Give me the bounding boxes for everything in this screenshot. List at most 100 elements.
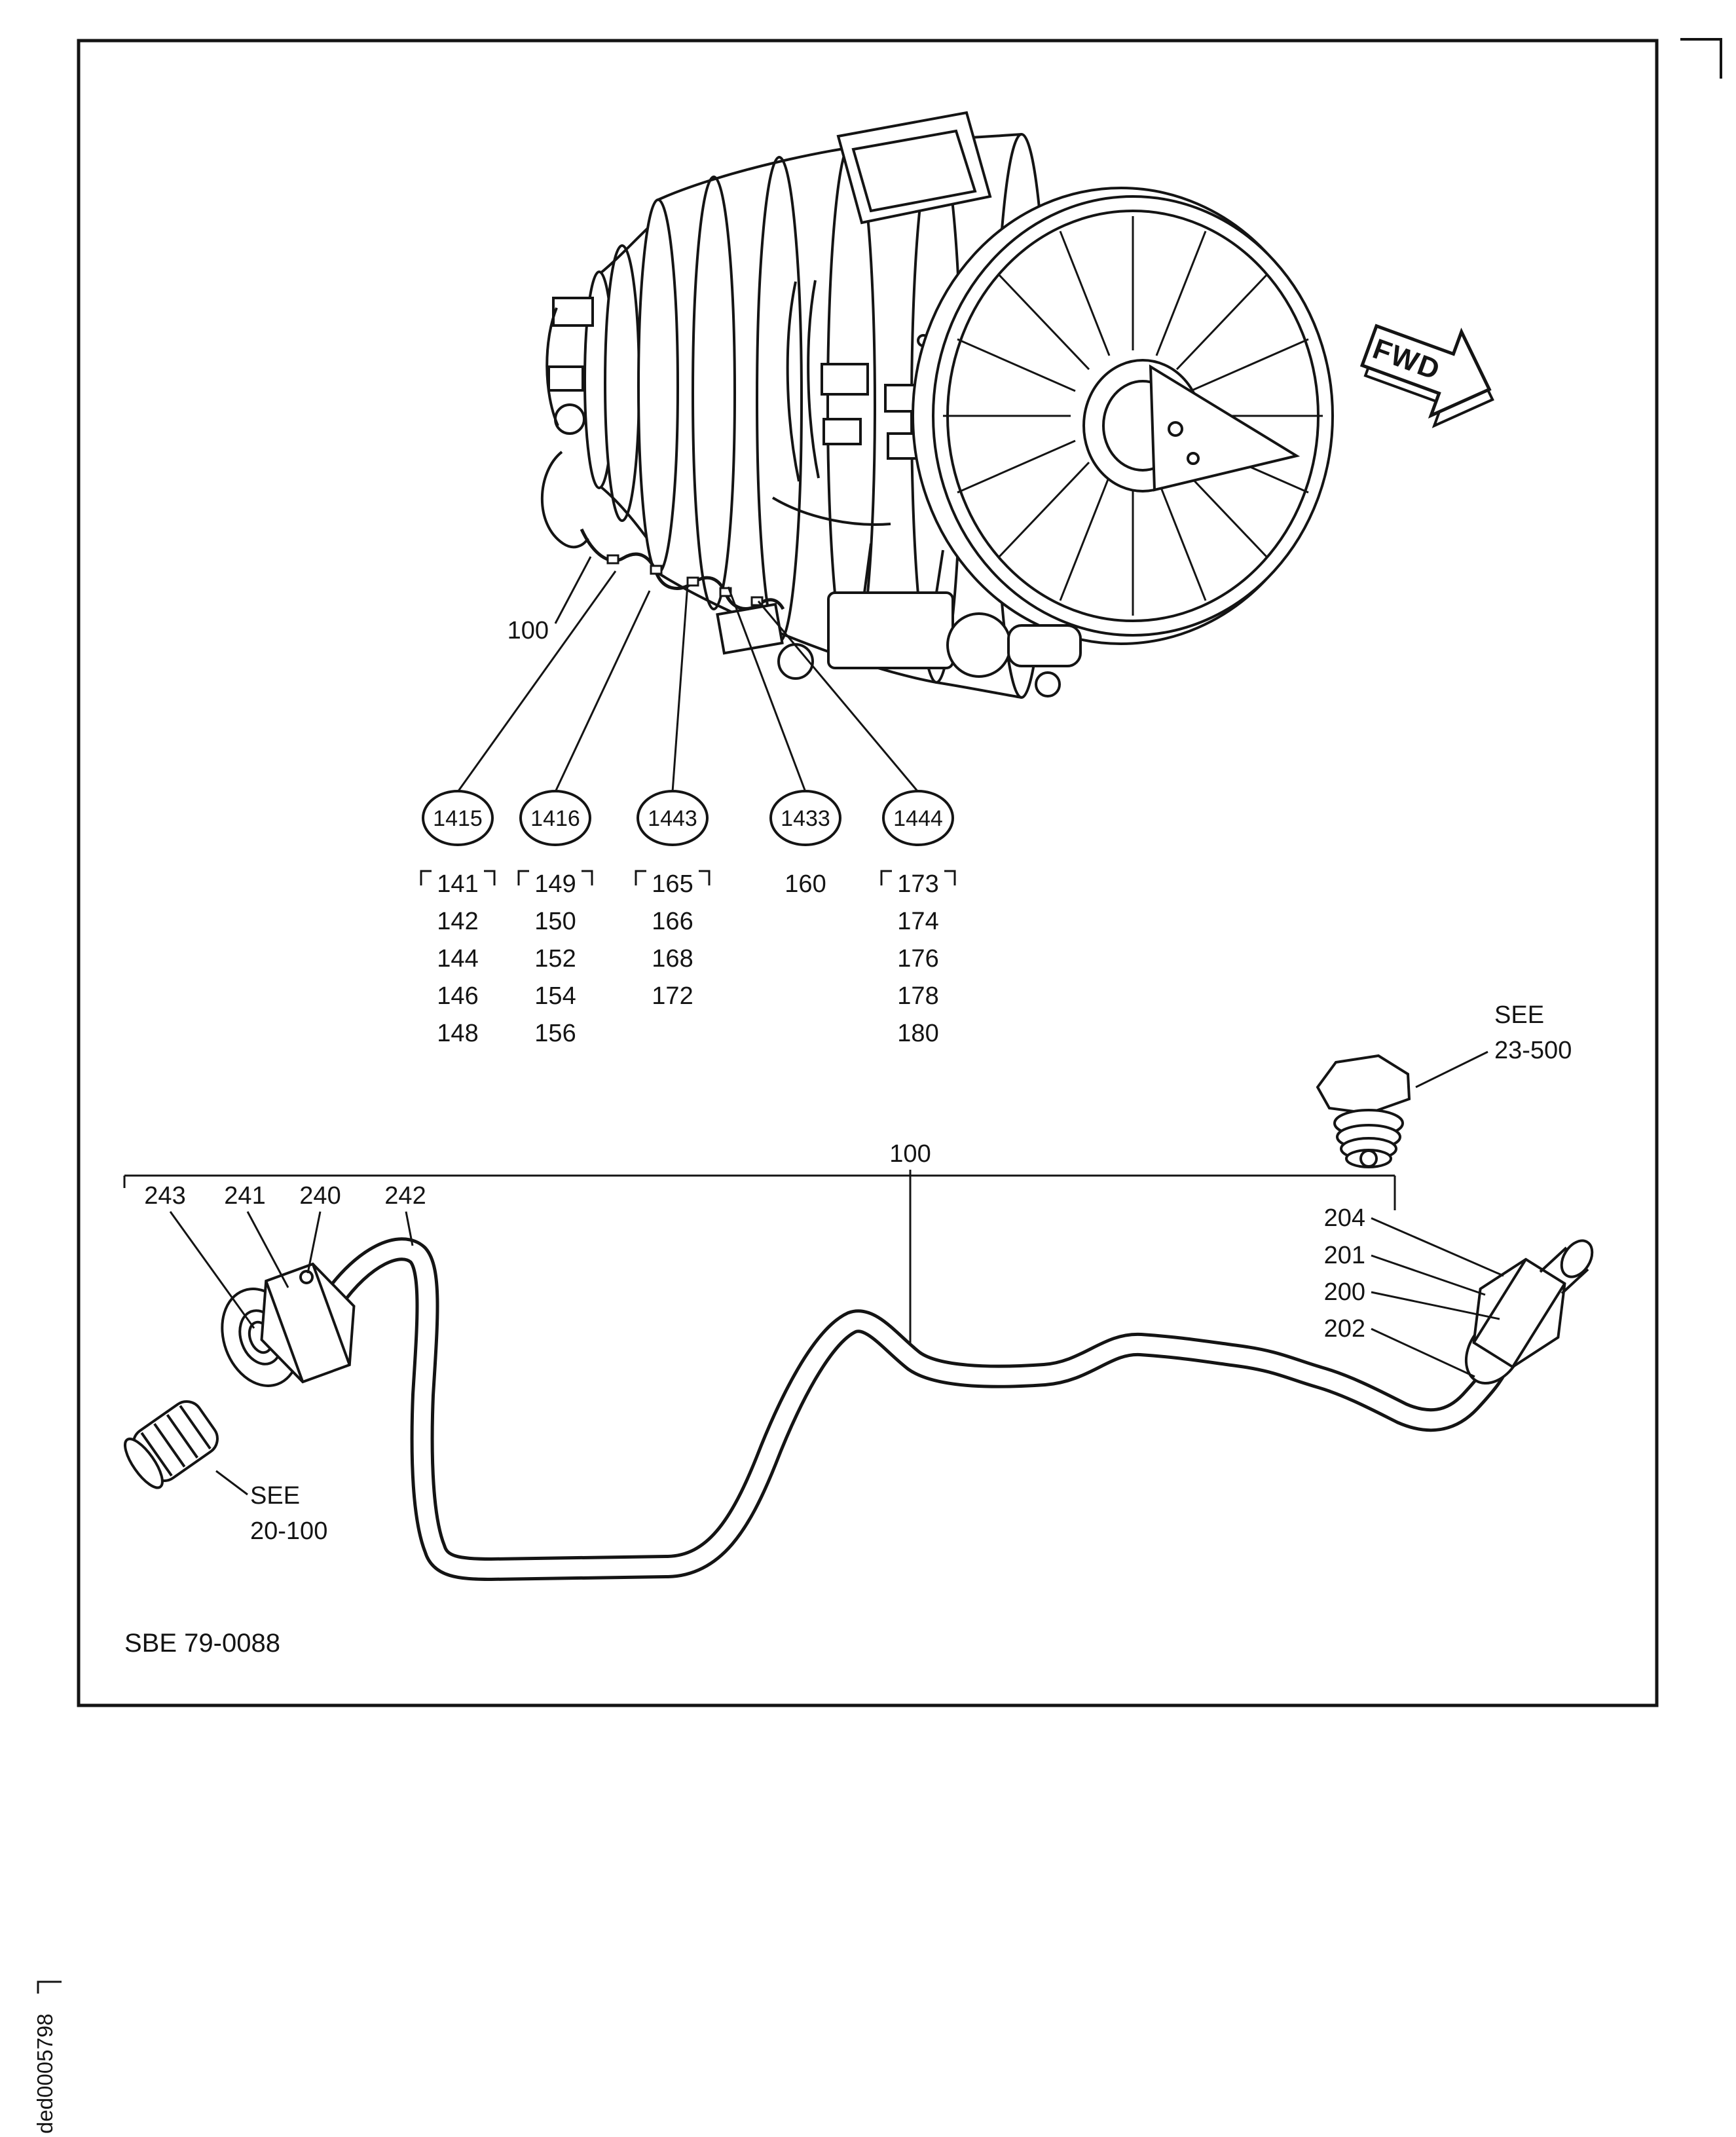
tube-assembly [321, 1237, 1513, 1581]
item-number: 152 [534, 945, 576, 973]
fitting-vent-hole [299, 1270, 314, 1284]
item-bracket-marks [420, 870, 956, 885]
starter-port [1035, 671, 1061, 697]
doc-corner-mark [37, 1980, 62, 1994]
fitting-hex-nut [1472, 1257, 1566, 1369]
detail-leader-lines [169, 1050, 1504, 1496]
item-number: 144 [437, 945, 478, 973]
item-number: 141 [437, 870, 478, 898]
fitting-stub [1539, 1246, 1568, 1273]
leader-line [1415, 1050, 1488, 1088]
leader-line [671, 584, 689, 792]
leader-line [554, 556, 592, 624]
item-number: 174 [897, 908, 938, 935]
see-ref-23-500-line2: 23-500 [1494, 1037, 1572, 1064]
detail-callout: 200 [1324, 1278, 1365, 1306]
corner-mark [1680, 38, 1722, 79]
leader-line [1371, 1254, 1486, 1296]
leader-line [757, 601, 919, 792]
harness-label-100: 100 [508, 617, 549, 644]
item-number: 160 [785, 870, 826, 898]
engine-pipe [771, 496, 891, 526]
engine-accessory [547, 365, 584, 392]
detail-callout: 202 [1324, 1315, 1365, 1343]
accessory-gearbox [827, 591, 954, 669]
callout-circle [769, 790, 841, 846]
callout-circles: 1415 1416 1443 1433 1444 [422, 790, 954, 846]
starter-motor [1007, 624, 1082, 667]
engine-connector-box [821, 363, 869, 396]
engine-pipe [786, 281, 800, 482]
item-number: 166 [652, 908, 693, 935]
engine-top-panel-inner [851, 129, 977, 213]
item-number: 180 [897, 1020, 938, 1047]
leader-line [306, 1211, 322, 1274]
plug-bore [1359, 1149, 1378, 1168]
engine-accessory [554, 403, 585, 435]
callout-ref: 1415 [433, 806, 483, 831]
fitting-stub [1561, 1268, 1589, 1295]
gearbox-link [935, 549, 944, 593]
callout-ref: 1444 [893, 806, 943, 831]
right-fitting [1464, 1239, 1594, 1385]
item-number: 173 [897, 870, 938, 898]
spinner-bolt [1187, 452, 1200, 465]
callout-ref: 1416 [530, 806, 580, 831]
engine-casing-ring [637, 198, 679, 574]
doc-number: ded0005798 [33, 2013, 57, 2134]
plug-hex-head [1316, 1054, 1411, 1115]
engine-casing-ring [692, 176, 736, 610]
item-number: 146 [437, 982, 478, 1010]
threaded-boss [124, 1400, 219, 1489]
item-number: 149 [534, 870, 576, 898]
spinner-bolt [1168, 421, 1183, 437]
leader-line [456, 570, 617, 792]
item-number: 156 [534, 1020, 576, 1047]
fitting-hex-nut [260, 1262, 356, 1384]
callout-circle [422, 790, 494, 846]
detail-callout: 204 [1324, 1204, 1365, 1232]
detail-callout: 241 [224, 1182, 265, 1210]
leader-line [215, 1470, 248, 1496]
item-number: 165 [652, 870, 693, 898]
see-ref-20-100-line1: SEE [250, 1482, 300, 1510]
union-plug [1316, 1054, 1411, 1168]
leader-line [1371, 1291, 1500, 1320]
item-number: 150 [534, 908, 576, 935]
item-number: 176 [897, 945, 938, 973]
detail-callout: 242 [384, 1182, 426, 1210]
item-number: 168 [652, 945, 693, 973]
item-number: 154 [534, 982, 576, 1010]
callout-circle [882, 790, 954, 846]
engine-connector-box [822, 418, 862, 445]
see-ref-20-100-line2: 20-100 [250, 1517, 327, 1545]
left-fitting [221, 1262, 356, 1387]
engine-drain-hook [540, 451, 589, 549]
callout-ref: 1433 [781, 806, 830, 831]
engine-accessory [552, 297, 594, 327]
engine-rear-ring [604, 244, 640, 522]
engine-casing-ring [756, 156, 803, 643]
leader-line [1371, 1217, 1504, 1277]
leader-line [1371, 1328, 1475, 1378]
detail-callout: 243 [144, 1182, 185, 1210]
item-number: 172 [652, 982, 693, 1010]
detail-callout: 240 [299, 1182, 341, 1210]
callout-circle [637, 790, 709, 846]
leader-line [727, 586, 807, 792]
assembly-bracket [123, 1170, 1396, 1348]
engine-pipe [545, 307, 559, 426]
leader-line [169, 1211, 255, 1329]
engine-pipe [807, 280, 820, 479]
engine-leader-lines [456, 556, 919, 792]
callout-ref: 1443 [648, 806, 697, 831]
gearbox-link [863, 543, 872, 593]
engine-contour [657, 572, 1022, 699]
starter-flange [946, 612, 1012, 678]
item-number: 142 [437, 908, 478, 935]
see-ref-23-500-line1: SEE [1494, 1001, 1544, 1029]
leader-line [405, 1211, 414, 1246]
figure-code: SBE 79-0088 [124, 1629, 280, 1658]
fwd-arrow-body [1359, 324, 1492, 419]
